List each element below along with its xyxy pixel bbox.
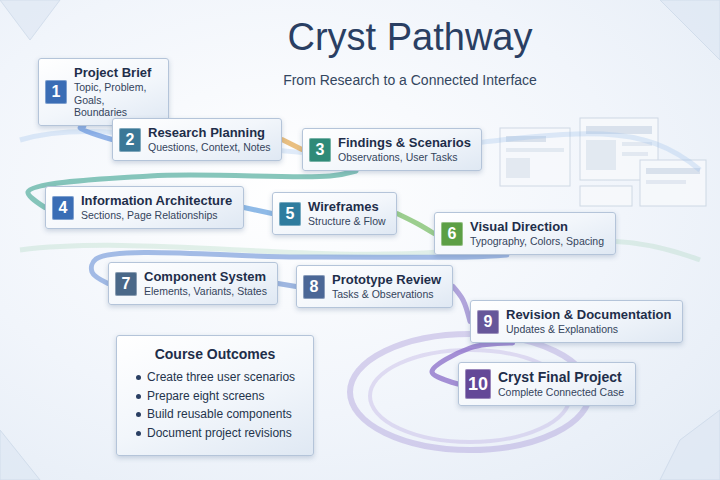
crystal-shard bbox=[0, 430, 40, 480]
pathway-ribbon bbox=[278, 284, 296, 287]
step-number: 5 bbox=[279, 202, 301, 226]
step-box: 1 Project BriefTopic, Problem, Goals, Bou… bbox=[38, 58, 169, 126]
step-box: 5 WireframesStructure & Flow bbox=[272, 192, 397, 235]
step-detail: Topic, Problem, Goals, Boundaries bbox=[74, 81, 158, 119]
step-text: WireframesStructure & Flow bbox=[308, 199, 386, 227]
step-detail: Tasks & Observations bbox=[332, 288, 441, 301]
step-detail: Complete Connected Case bbox=[498, 386, 624, 399]
outcome-item: Document project revisions bbox=[133, 424, 297, 443]
step-text: Component SystemElements, Variants, Stat… bbox=[144, 269, 267, 297]
step-title: Cryst Final Project bbox=[498, 369, 624, 386]
step-box: 10Cryst Final ProjectComplete Connected … bbox=[458, 362, 636, 406]
mockup-block bbox=[586, 140, 616, 170]
step-title: Findings & Scenarios bbox=[338, 135, 471, 151]
step-box: 4 Information ArchitectureSections, Page … bbox=[45, 186, 244, 229]
step-number: 2 bbox=[119, 128, 141, 152]
step-box: 6 Visual DirectionTypography, Colors, Spa… bbox=[434, 212, 616, 255]
step-title: Component System bbox=[144, 269, 267, 285]
diagram-title: Cryst Pathway bbox=[210, 16, 610, 59]
outcome-item: Prepare eight screens bbox=[133, 387, 297, 406]
step-number: 6 bbox=[441, 222, 463, 246]
step-title: Wireframes bbox=[308, 199, 386, 215]
mockup-line bbox=[646, 180, 686, 184]
pathway-ribbon bbox=[244, 208, 272, 214]
step-box: 9 Revision & DocumentationUpdates & Expla… bbox=[470, 300, 683, 343]
crystal-shard bbox=[660, 410, 720, 480]
mockup-bar bbox=[646, 168, 700, 174]
step-number: 8 bbox=[303, 275, 325, 299]
mockup-screen bbox=[580, 186, 632, 206]
mockup-line bbox=[622, 152, 648, 156]
outcome-item: Build reusable components bbox=[133, 405, 297, 424]
step-detail: Typography, Colors, Spacing bbox=[470, 235, 604, 248]
step-number: 10 bbox=[465, 369, 491, 399]
mockup-line bbox=[506, 148, 564, 152]
step-text: Research PlanningQuestions, Context, Not… bbox=[148, 125, 271, 153]
pathway-ribbon bbox=[80, 126, 112, 140]
step-title: Visual Direction bbox=[470, 219, 604, 235]
screen-mockups bbox=[500, 118, 706, 206]
step-title: Research Planning bbox=[148, 125, 271, 141]
diagram-subtitle: From Research to a Connected Interface bbox=[210, 72, 610, 88]
step-detail: Sections, Page Relationships bbox=[81, 209, 232, 222]
step-box: 8 Prototype ReviewTasks & Observations bbox=[296, 265, 453, 308]
step-text: Findings & ScenariosObservations, User T… bbox=[338, 135, 471, 163]
step-box: 2 Research PlanningQuestions, Context, No… bbox=[112, 118, 282, 161]
panel-heading: Course Outcomes bbox=[133, 346, 297, 362]
step-detail: Observations, User Tasks bbox=[338, 151, 471, 164]
step-title: Revision & Documentation bbox=[506, 307, 671, 323]
step-number: 4 bbox=[52, 196, 74, 220]
step-detail: Elements, Variants, States bbox=[144, 285, 267, 298]
step-number: 3 bbox=[309, 138, 331, 162]
crystal-shard bbox=[0, 0, 60, 40]
step-title: Information Architecture bbox=[81, 193, 232, 209]
step-detail: Structure & Flow bbox=[308, 215, 386, 228]
pathway-ribbon bbox=[397, 214, 434, 234]
step-title: Project Brief bbox=[74, 65, 158, 81]
outcome-item: Create three user scenarios bbox=[133, 368, 297, 387]
pathway-ribbon bbox=[282, 140, 302, 150]
step-text: Cryst Final ProjectComplete Connected Ca… bbox=[498, 369, 624, 398]
step-detail: Questions, Context, Notes bbox=[148, 141, 271, 154]
step-text: Revision & DocumentationUpdates & Explan… bbox=[506, 307, 671, 335]
step-title: Prototype Review bbox=[332, 272, 441, 288]
crystal-shard bbox=[660, 0, 720, 60]
step-number: 9 bbox=[477, 310, 499, 334]
step-text: Visual DirectionTypography, Colors, Spac… bbox=[470, 219, 604, 247]
step-detail: Updates & Explanations bbox=[506, 323, 671, 336]
step-box: 3 Findings & ScenariosObservations, User … bbox=[302, 128, 482, 171]
step-number: 1 bbox=[45, 80, 67, 104]
step-text: Prototype ReviewTasks & Observations bbox=[332, 272, 441, 300]
step-text: Information ArchitectureSections, Page R… bbox=[81, 193, 232, 221]
mockup-block bbox=[506, 158, 530, 178]
step-number: 7 bbox=[115, 272, 137, 296]
outcomes-panel: Course OutcomesCreate three user scenari… bbox=[116, 335, 314, 456]
step-text: Project BriefTopic, Problem, Goals, Boun… bbox=[74, 65, 158, 118]
pathway-ribbon bbox=[453, 287, 470, 322]
step-box: 7 Component SystemElements, Variants, Sta… bbox=[108, 262, 278, 305]
